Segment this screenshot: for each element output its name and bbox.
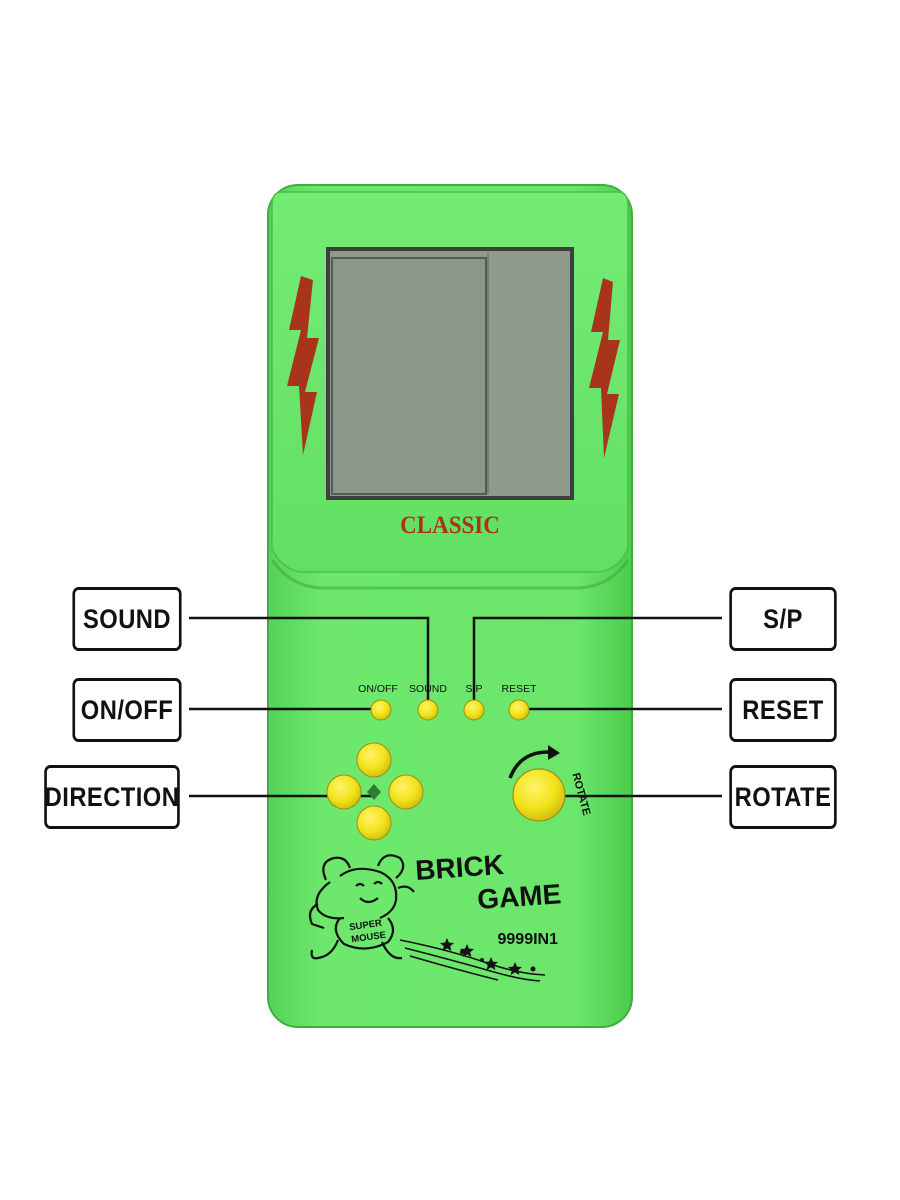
dpad-left-button[interactable] <box>326 774 362 810</box>
on-off-label: ON/OFF <box>358 683 398 695</box>
dpad-down-button[interactable] <box>356 805 392 841</box>
lightning-bolt-icon-right <box>589 278 620 458</box>
on-off-button[interactable] <box>370 699 392 721</box>
reset-label: RESET <box>501 683 537 695</box>
direction-pad <box>326 742 424 841</box>
dpad-up-button[interactable] <box>356 742 392 778</box>
rotate-button[interactable] <box>512 768 566 822</box>
lcd-screen <box>326 247 574 500</box>
dpad-center-icon <box>367 784 381 800</box>
brand-label: CLASSIC <box>400 512 500 539</box>
logo-line2: GAME <box>476 878 562 915</box>
star-icon <box>508 962 522 975</box>
dpad-right-button[interactable] <box>388 774 424 810</box>
function-buttons: ON/OFF SOUND S/P RESET <box>358 683 537 721</box>
star-icon <box>484 957 498 970</box>
sp-button[interactable] <box>463 699 485 721</box>
callout-direction: DIRECTION <box>44 765 180 829</box>
reset-button[interactable] <box>508 699 530 721</box>
star-icon <box>440 938 454 951</box>
mascot-line1: SUPER <box>349 918 383 933</box>
leader-lines <box>189 616 722 798</box>
sound-button[interactable] <box>417 699 439 721</box>
callout-sound: SOUND <box>72 587 182 651</box>
mascot-line2: MOUSE <box>351 930 387 946</box>
stars-decoration <box>440 938 536 975</box>
leader-sound <box>189 616 430 706</box>
callout-on-off: ON/OFF <box>72 678 182 742</box>
brick-game-logo: BRICK GAME <box>414 849 562 915</box>
logo-line1: BRICK <box>414 849 505 886</box>
callout-rotate: ROTATE <box>729 765 837 829</box>
sp-label: S/P <box>466 683 483 695</box>
rotate-control: ROTATE <box>508 745 592 822</box>
sound-label: SOUND <box>409 683 447 695</box>
rotate-arrow-icon <box>508 750 549 779</box>
star-icon <box>460 944 474 957</box>
mouse-mascot-icon: SUPER MOUSE <box>308 854 415 960</box>
leader-sp <box>472 616 722 706</box>
callout-reset: RESET <box>729 678 837 742</box>
model-label: 9999IN1 <box>498 931 559 948</box>
callout-sp: S/P <box>729 587 837 651</box>
lightning-bolt-icon-left <box>287 276 319 455</box>
